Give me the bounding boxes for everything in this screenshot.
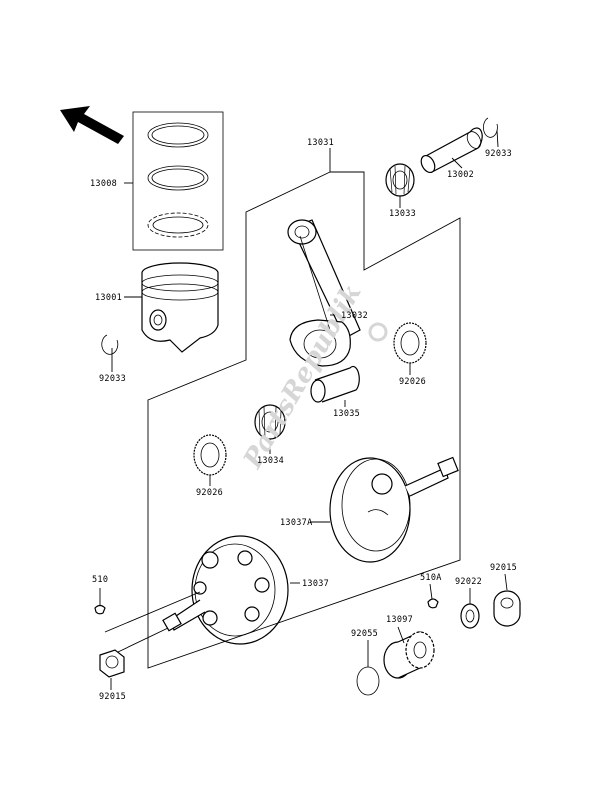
piston-pin (420, 127, 483, 174)
label-92015-right: 92015 (490, 563, 517, 573)
crankshaft-half-right (329, 456, 459, 563)
nut-right (493, 590, 521, 627)
label-13034: 13034 (257, 456, 284, 466)
label-13032: 13032 (341, 311, 368, 321)
piston (141, 262, 219, 353)
leader-lines (99, 129, 508, 690)
label-13001: 13001 (95, 293, 122, 303)
thrust-washer-left (193, 434, 227, 476)
woodruff-key-right (427, 598, 439, 609)
watermark: PartsRepublik (238, 279, 388, 474)
label-92015-left: 92015 (99, 692, 126, 702)
small-end-bearing (385, 163, 415, 197)
primary-gear (383, 631, 435, 679)
label-13037: 13037 (302, 579, 329, 589)
label-13002: 13002 (447, 170, 474, 180)
label-13031: 13031 (307, 138, 334, 148)
label-92055: 92055 (351, 629, 378, 639)
crankshaft-half-left (162, 535, 289, 645)
label-510: 510 (92, 575, 108, 585)
label-13035: 13035 (333, 409, 360, 419)
nut-left (99, 649, 125, 678)
label-92026-left: 92026 (196, 488, 223, 498)
label-92026-right: 92026 (399, 377, 426, 387)
label-510a: 510A (420, 573, 442, 583)
label-13037a: 13037A (280, 518, 313, 528)
crank-pin (310, 365, 360, 403)
connecting-rod (287, 219, 361, 367)
label-13008: 13008 (90, 179, 117, 189)
washer (460, 603, 480, 629)
o-ring (356, 666, 380, 696)
label-92033-left: 92033 (99, 374, 126, 384)
label-13033: 13033 (389, 209, 416, 219)
piston-ring-set (132, 111, 224, 251)
circlip-left (101, 334, 119, 355)
label-13097: 13097 (386, 615, 413, 625)
thrust-washer-right (393, 322, 427, 364)
label-92033-right: 92033 (485, 149, 512, 159)
woodruff-key-left (94, 604, 106, 615)
label-92022: 92022 (455, 577, 482, 587)
front-direction-arrow-icon (60, 106, 124, 144)
circlip-right (483, 117, 498, 138)
